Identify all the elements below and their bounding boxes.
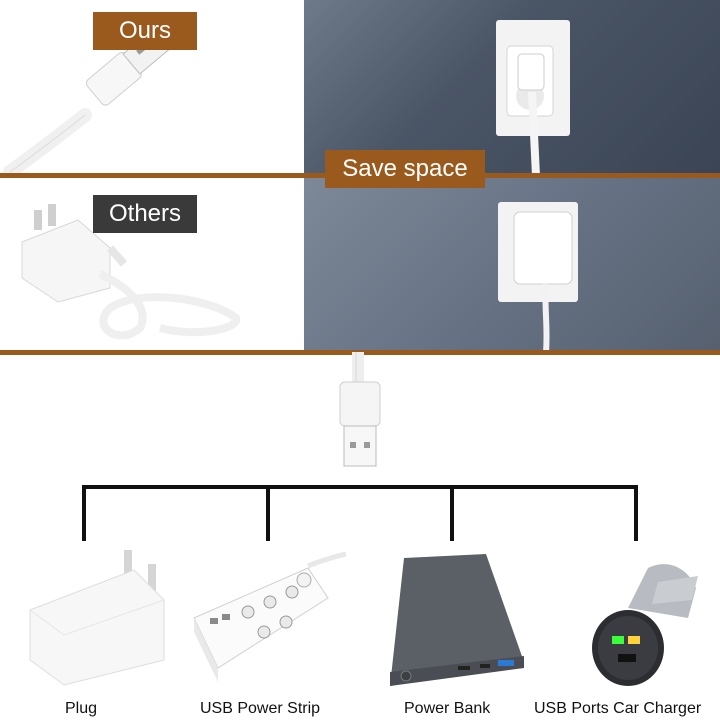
tree-branch-power-bank	[450, 485, 454, 541]
ours-label: Ours	[93, 12, 197, 50]
caption-power-bank: Power Bank	[404, 700, 491, 717]
others-label: Others	[93, 195, 197, 233]
plug-image	[29, 550, 165, 686]
wall-compact-plug-photo	[304, 0, 720, 176]
tree-branch-plug	[82, 485, 86, 541]
save-space-label: Save space	[325, 150, 485, 188]
caption-plug: Plug	[65, 700, 98, 717]
usb-connector-image	[339, 352, 381, 467]
bulky-adapter-image	[21, 204, 241, 340]
tree-branch-power-strip	[266, 485, 270, 541]
usb-power-strip-image	[193, 551, 347, 682]
tree-branch-car-charger	[634, 485, 638, 541]
caption-usb-power-strip: USB Power Strip	[200, 700, 321, 717]
wall-outlet-compact-image	[496, 20, 570, 176]
wall-outlet-bulky-image	[498, 202, 578, 352]
tree-horizontal-line	[82, 485, 638, 489]
power-bank-image	[390, 554, 524, 686]
usb-car-charger-image	[592, 564, 698, 686]
caption-usb-ports-car-charger: USB Ports Car Charger	[534, 700, 702, 717]
wall-bulky-plug-photo	[304, 176, 720, 352]
